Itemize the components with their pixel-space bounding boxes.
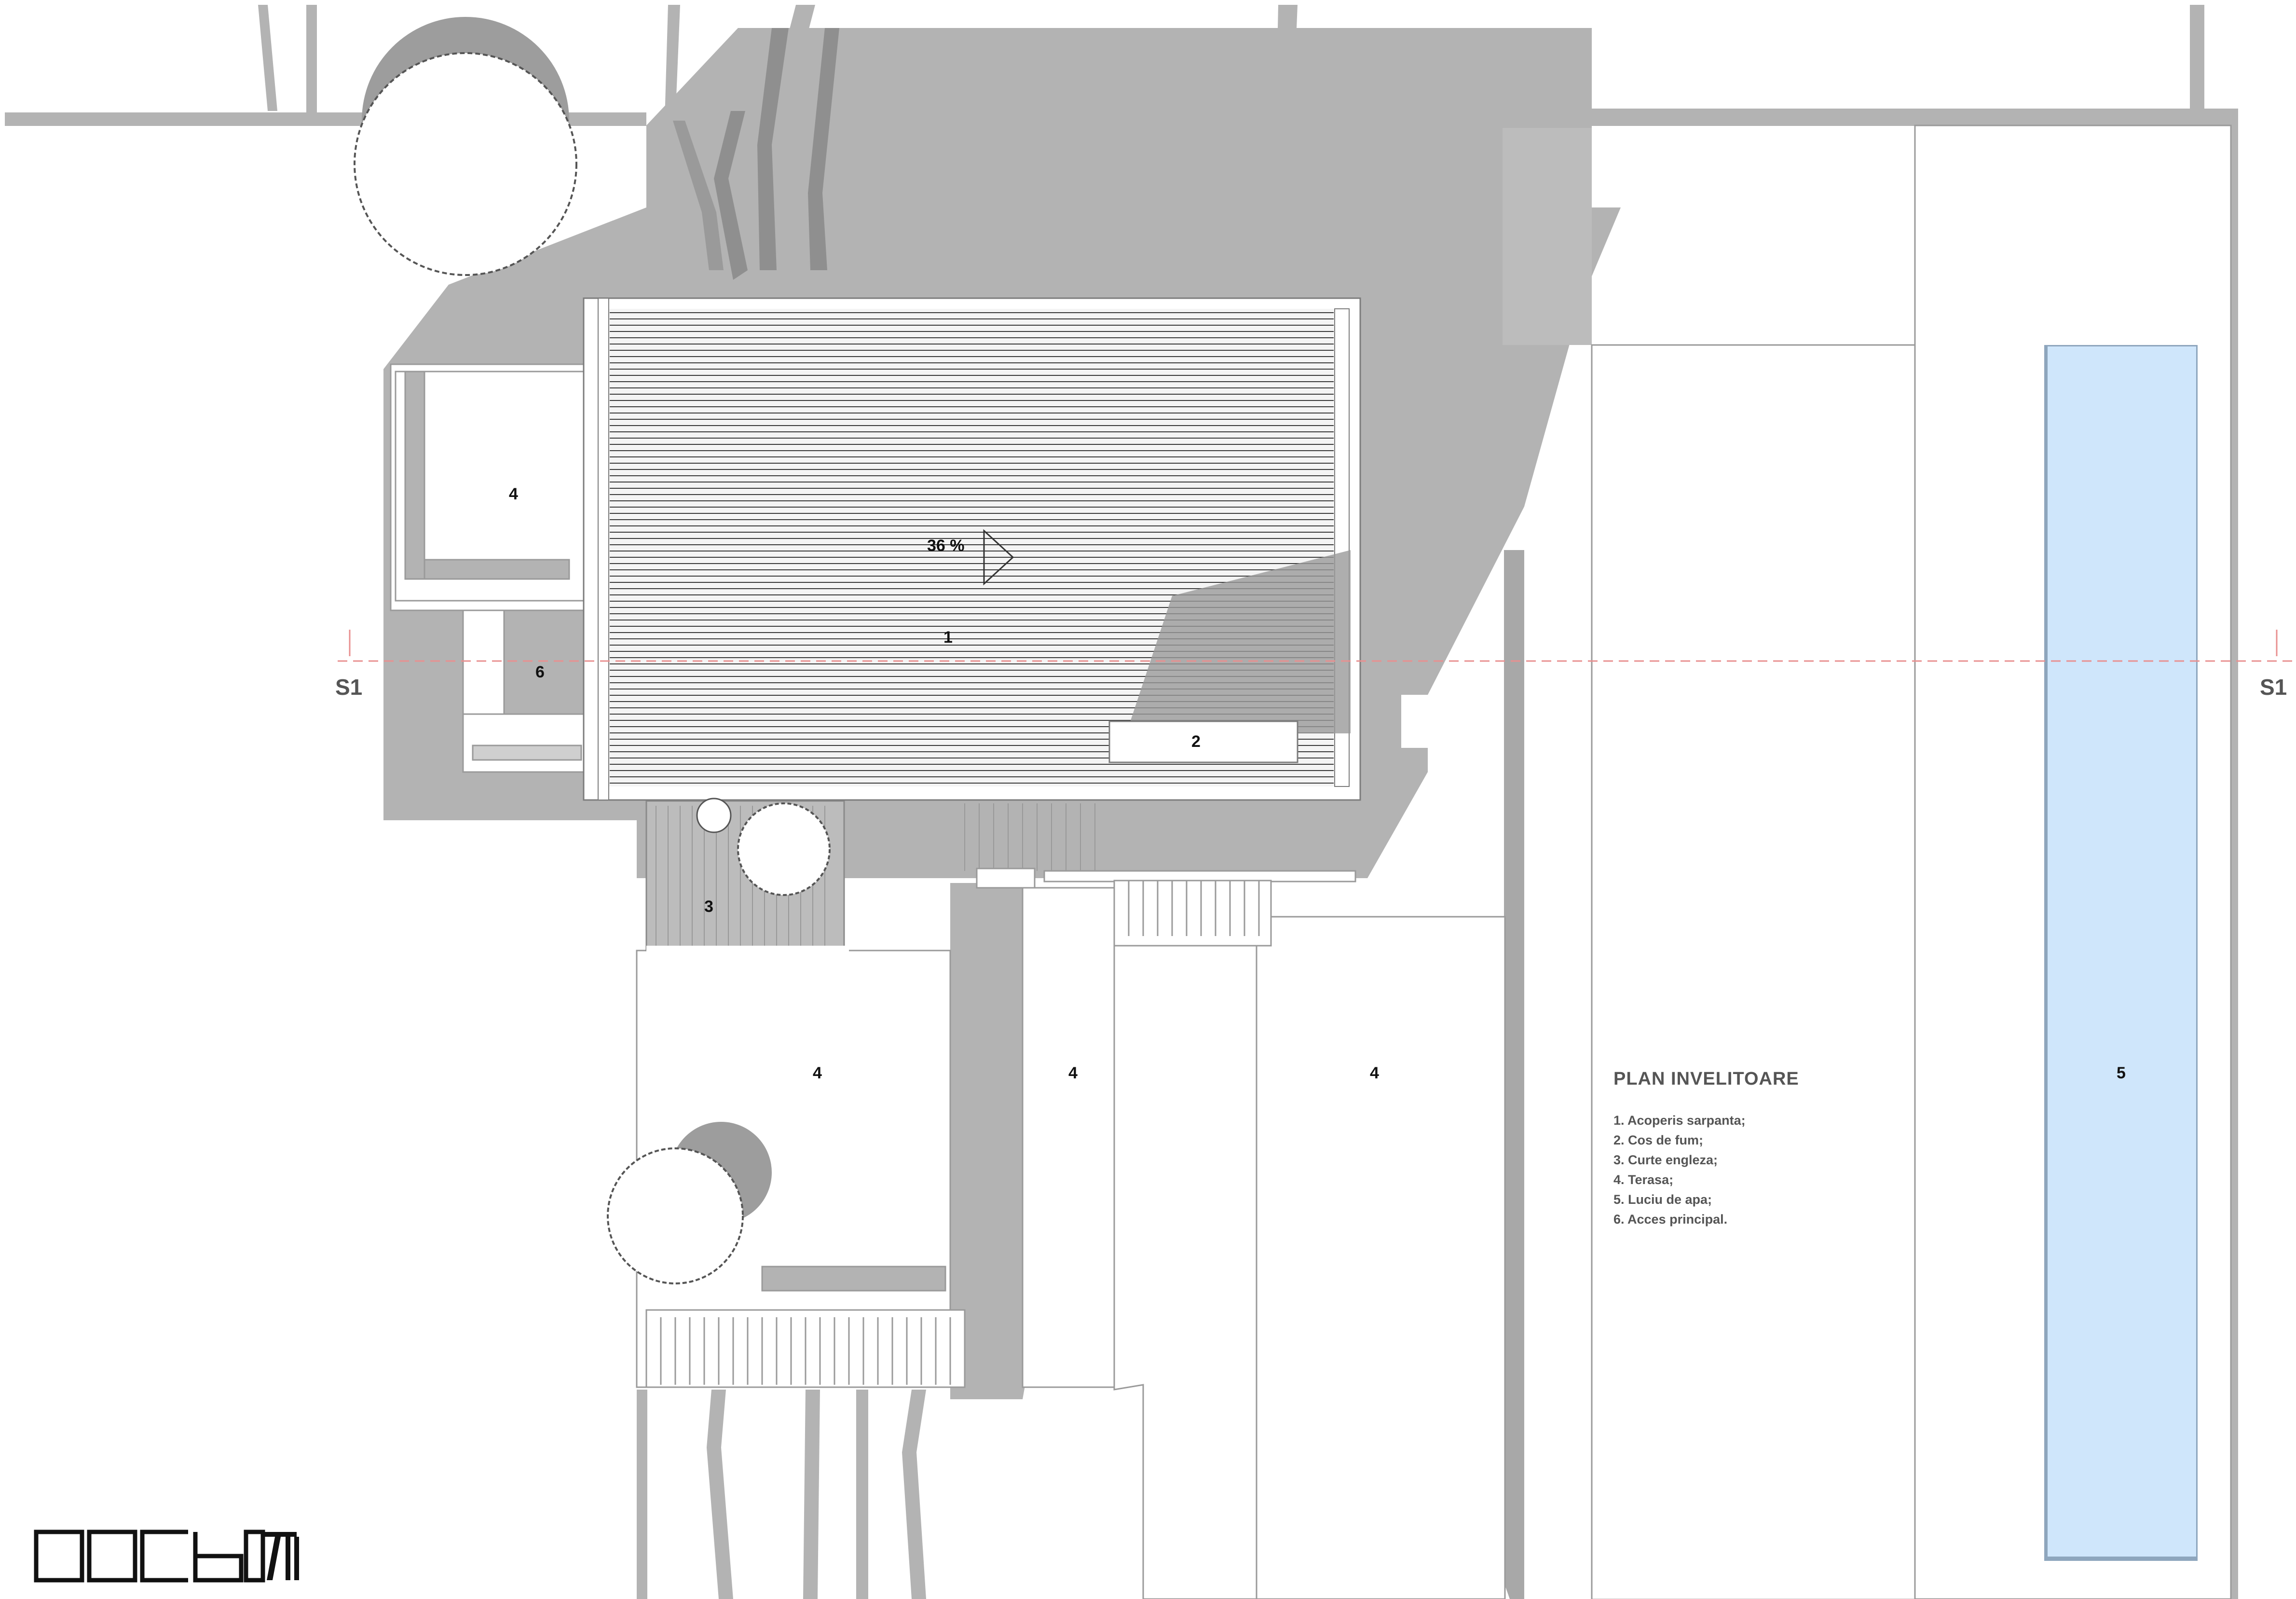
zone-label-entrance: 6 xyxy=(535,663,545,681)
section-marker-left: S1 xyxy=(335,675,362,700)
zone-label-english-court: 3 xyxy=(704,897,713,916)
stairs-lower xyxy=(645,1266,966,1388)
tree-top-left-icon xyxy=(354,17,577,276)
legend-item: 2. Cos de fum; xyxy=(1613,1133,1704,1147)
zone-label-terrace-center: 4 xyxy=(813,1064,822,1082)
stairs-upper xyxy=(1113,880,1272,947)
trees xyxy=(354,17,831,1284)
legend-item: 1. Acoperis sarpanta; xyxy=(1613,1113,1746,1128)
section-line-s1: S1 S1 xyxy=(335,630,2294,700)
deck-strip xyxy=(953,801,1356,889)
tree-lower-icon xyxy=(607,1122,772,1284)
legend: PLAN INVELITOARE 1. Acoperis sarpanta; 2… xyxy=(1613,1069,1799,1229)
studio-logo xyxy=(34,1530,299,1583)
pool xyxy=(2044,345,2198,1561)
legend-item: 6. Acces principal. xyxy=(1613,1212,1728,1227)
legend-item: 4. Terasa; xyxy=(1613,1172,1674,1187)
lower-paths xyxy=(637,1390,926,1599)
main-roof xyxy=(583,297,1361,801)
legend-item: 5. Luciu de apa; xyxy=(1613,1192,1712,1207)
legend-title: PLAN INVELITOARE xyxy=(1613,1069,1799,1089)
zone-label-chimney: 2 xyxy=(1191,732,1201,751)
zone-label-water: 5 xyxy=(2117,1064,2126,1082)
tree-court-icon xyxy=(696,798,831,896)
zone-label-terrace-right: 4 xyxy=(1370,1064,1379,1082)
left-terrace-frame xyxy=(395,371,587,773)
section-marker-right: S1 xyxy=(2260,675,2287,700)
zone-label-terrace-mid: 4 xyxy=(1068,1064,1078,1082)
zone-label-roof: 1 xyxy=(943,628,953,647)
zone-labels: 36 % 1 2 3 4 4 4 4 5 6 xyxy=(509,485,2126,1082)
roof-slope-label: 36 % xyxy=(927,537,965,555)
zone-label-terrace-left: 4 xyxy=(509,485,518,503)
legend-item: 3. Curte engleza; xyxy=(1613,1153,1718,1167)
legend-list: 1. Acoperis sarpanta; 2. Cos de fum; 3. … xyxy=(1613,1111,1799,1229)
